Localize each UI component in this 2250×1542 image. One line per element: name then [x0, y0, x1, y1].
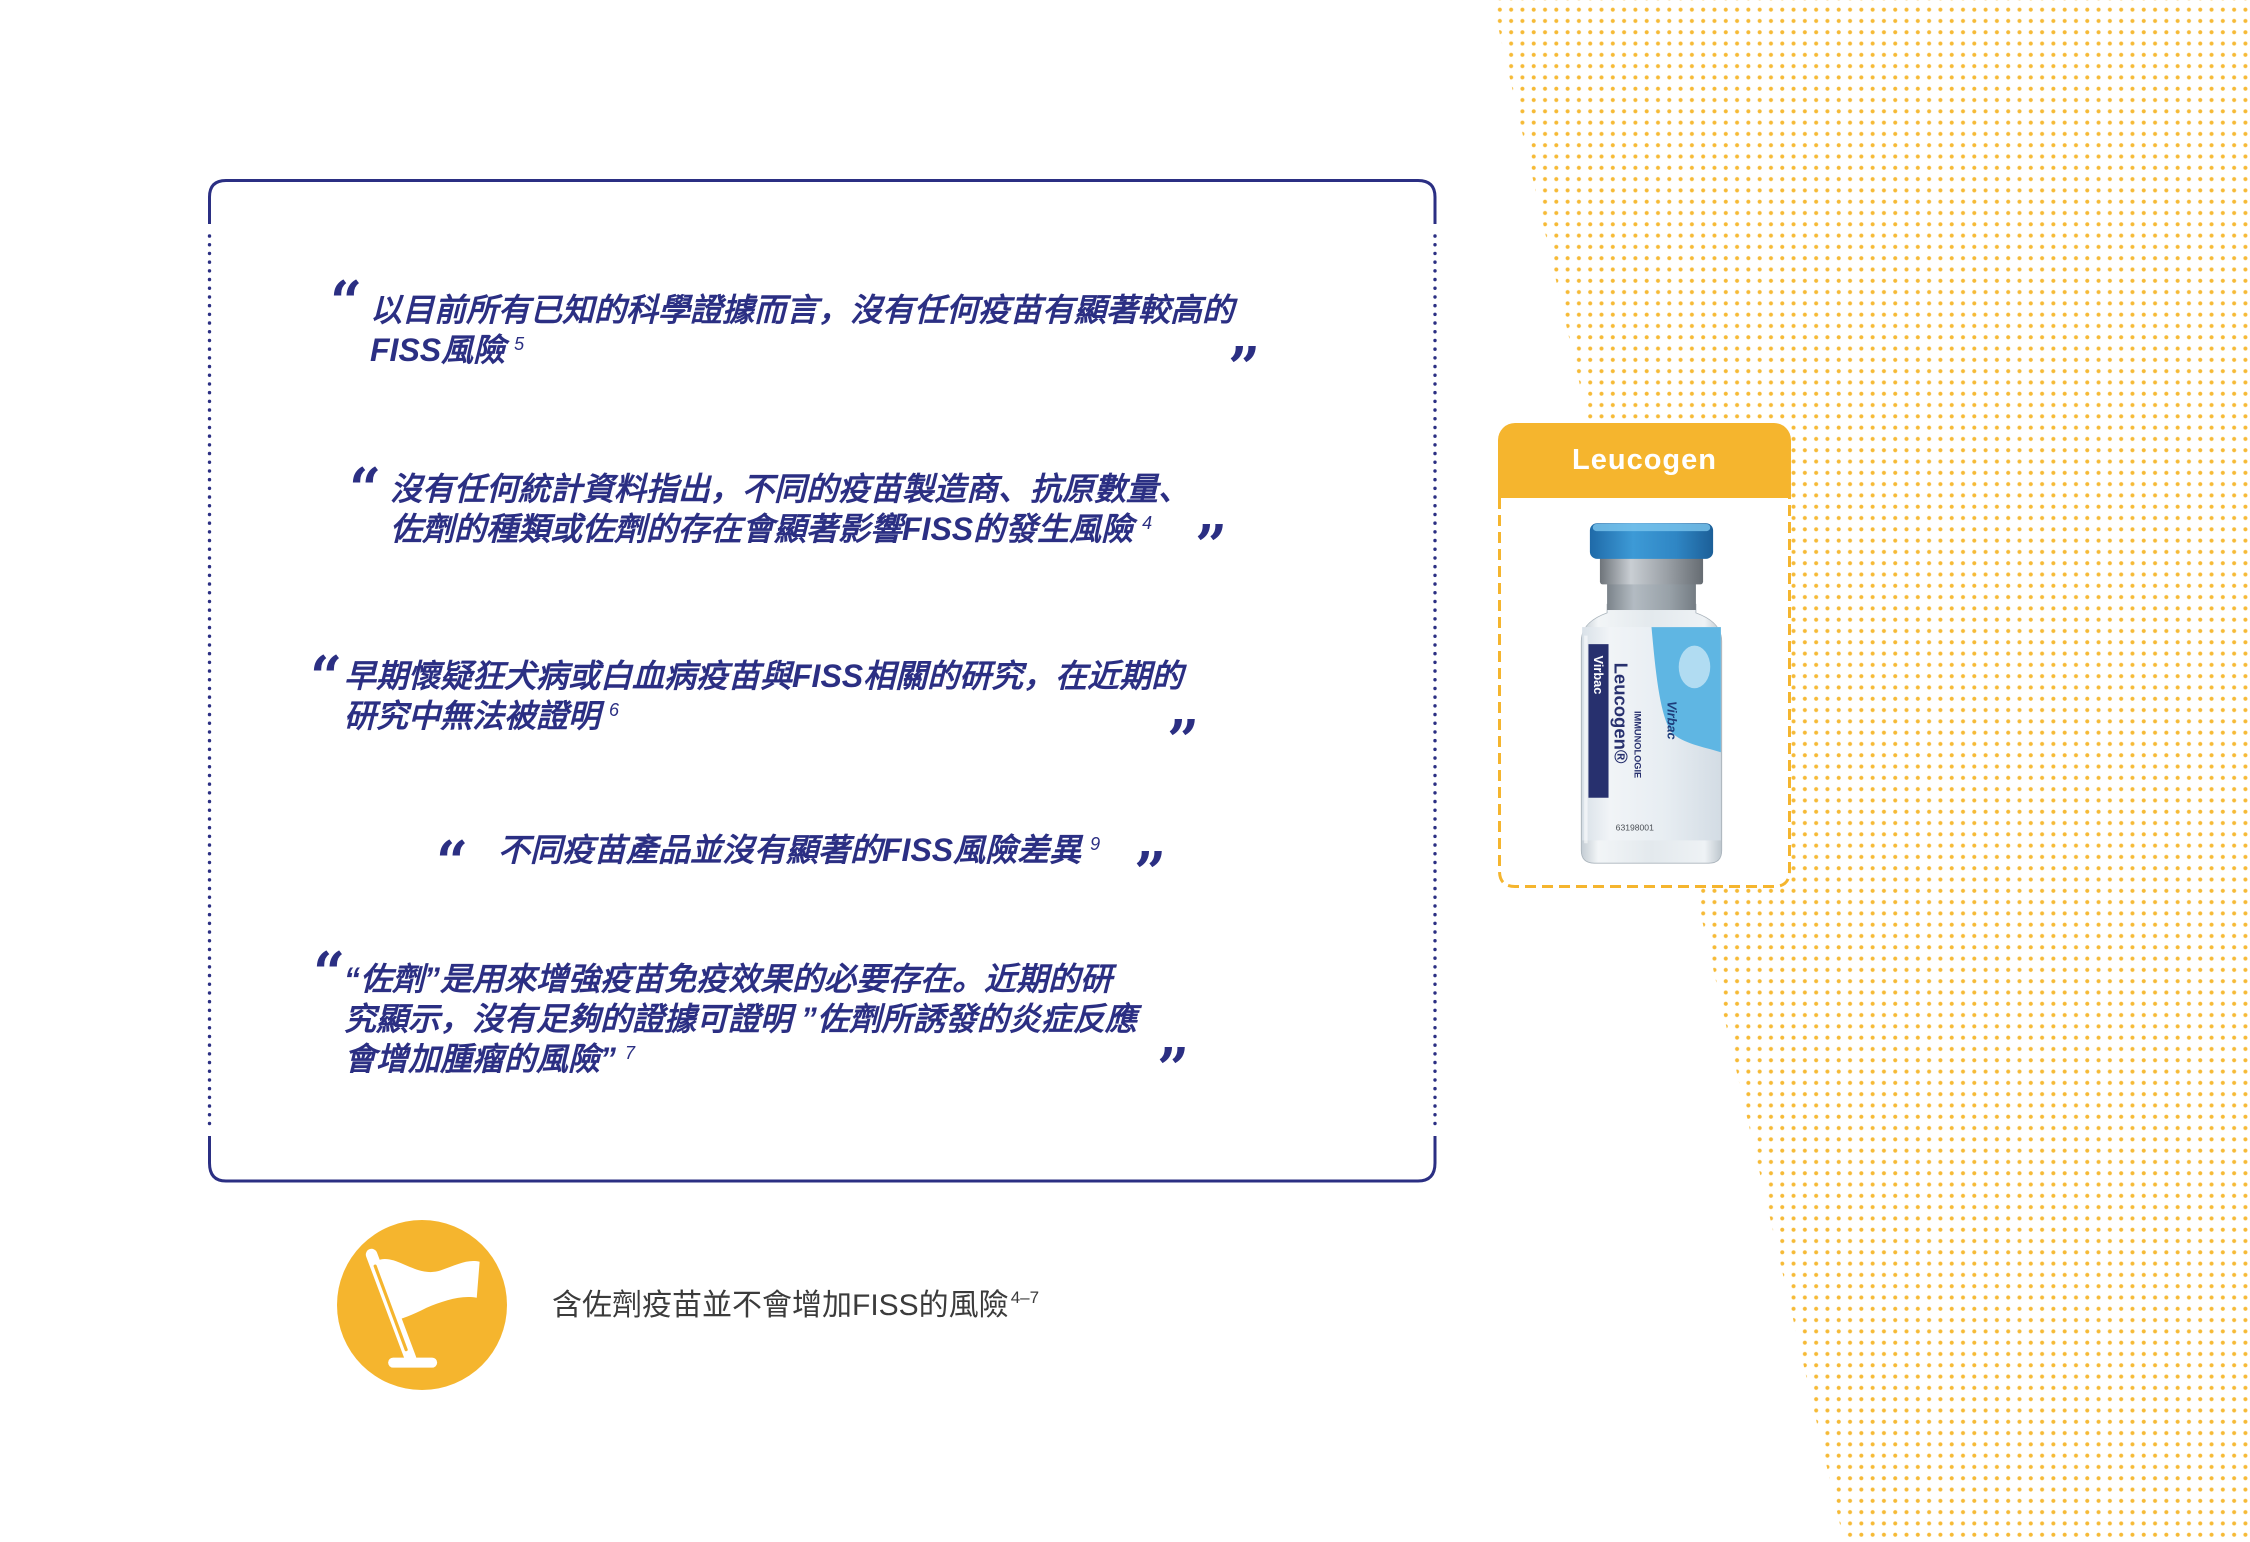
close-quote-mark: ”	[1228, 335, 1261, 401]
close-quote-mark: ”	[1134, 840, 1167, 906]
quote-panel-frame	[207, 179, 1437, 1183]
product-card-title: Leucogen	[1572, 444, 1717, 476]
frame-bottom-edge	[208, 1136, 1437, 1183]
quote-2: 沒有任何統計資料指出，不同的疫苗製造商、抗原數量、 佐劑的種類或佐劑的存在會顯著…	[390, 469, 1190, 549]
flag-badge	[337, 1220, 507, 1390]
quote-line-text: 究顯示，沒有足夠的證據可證明 ”佐劑所誘發的炎症反應	[344, 1001, 1137, 1037]
flag-icon	[365, 1248, 480, 1368]
vial-brand-text: Virbac	[1591, 656, 1606, 695]
reference-number: 6	[609, 700, 620, 720]
quote-line-text: “佐劑”是用來增強疫苗免疫效果的必要存在。近期的研	[344, 961, 1113, 997]
quote-line-text: 不同疫苗產品並沒有顯著的FISS風險差異	[498, 832, 1082, 868]
quote-line: 會增加腫瘤的風險” 7	[344, 1039, 1137, 1079]
quote-line-text: 佐劑的種類或佐劑的存在會顯著影響FISS的發生風險	[390, 511, 1134, 547]
open-quote-mark: “	[436, 829, 469, 895]
quote-line: 研究中無法被證明 6	[344, 696, 1183, 736]
quote-1: 以目前所有已知的科學證據而言，沒有任何疫苗有顯著較高的 FISS風險 5	[370, 290, 1234, 370]
open-quote-mark: “	[313, 940, 346, 1006]
quote-line: FISS風險 5	[370, 330, 1234, 370]
quote-3: 早期懷疑狂犬病或白血病疫苗與FISS相關的研究，在近期的 研究中無法被證明 6	[344, 656, 1183, 736]
open-quote-mark: “	[310, 644, 343, 710]
close-quote-mark: ”	[1157, 1036, 1190, 1102]
quote-line-text: FISS風險	[370, 332, 506, 368]
quote-line-text: 沒有任何統計資料指出，不同的疫苗製造商、抗原數量、	[390, 471, 1191, 507]
open-quote-mark: “	[349, 456, 382, 522]
open-quote-mark: “	[330, 269, 363, 335]
vial-cap	[1589, 523, 1714, 559]
vial-crimp	[1599, 555, 1704, 585]
flag-pole-inner	[373, 1264, 408, 1352]
flag-cloth	[374, 1259, 480, 1321]
vial-lot-number: 63198001	[1616, 822, 1654, 832]
quote-line: “佐劑”是用來增強疫苗免疫效果的必要存在。近期的研	[344, 959, 1137, 999]
vial-label-cat-graphic	[1678, 645, 1711, 689]
quote-line-text: 研究中無法被證明	[344, 698, 601, 734]
quote-line-text: 早期懷疑狂犬病或白血病疫苗與FISS相關的研究，在近期的	[344, 658, 1184, 694]
vaccine-vial-image: Virbac Virbac Leucogen® IMMUNOLOGIE 6319…	[1580, 523, 1723, 864]
close-quote-mark: ”	[1167, 708, 1200, 774]
product-card-header: Leucogen	[1498, 423, 1791, 498]
quote-line: 究顯示，沒有足夠的證據可證明 ”佐劑所誘發的炎症反應	[344, 999, 1137, 1039]
quote-line-text: 以目前所有已知的科學證據而言，沒有任何疫苗有顯著較高的	[370, 292, 1235, 328]
vial-highlight	[1584, 635, 1588, 844]
vial-product-name: Leucogen®	[1610, 663, 1631, 764]
reference-number: 7	[625, 1043, 636, 1063]
product-card: Leucogen	[1498, 423, 1791, 888]
quote-line-text: 會增加腫瘤的風險”	[344, 1041, 617, 1077]
quote-5: “佐劑”是用來增強疫苗免疫效果的必要存在。近期的研 究顯示，沒有足夠的證據可證明…	[344, 959, 1137, 1079]
close-quote-mark: ”	[1195, 513, 1228, 579]
quote-line: 早期懷疑狂犬病或白血病疫苗與FISS相關的研究，在近期的	[344, 656, 1183, 696]
frame-top-edge	[208, 179, 1437, 224]
reference-number: 4	[1142, 513, 1153, 533]
vial-logo-text: Virbac	[1664, 701, 1679, 740]
vial-cap-rim	[1592, 523, 1711, 532]
quote-line: 以目前所有已知的科學證據而言，沒有任何疫苗有顯著較高的	[370, 290, 1234, 330]
product-card-dashed-border	[1498, 498, 1791, 888]
reference-number: 5	[514, 334, 525, 354]
quote-line: 沒有任何統計資料指出，不同的疫苗製造商、抗原數量、	[390, 469, 1190, 509]
vial-stopper	[1607, 581, 1696, 611]
quote-4: 不同疫苗產品並沒有顯著的FISS風險差異 9	[498, 830, 1100, 870]
vial-brand-band	[1588, 644, 1609, 798]
reference-number: 4–7	[1010, 1288, 1040, 1307]
quote-line: 不同疫苗產品並沒有顯著的FISS風險差異 9	[498, 830, 1100, 870]
vial-category-text: IMMUNOLOGIE	[1632, 711, 1642, 778]
callout-statement: 含佐劑疫苗並不會增加FISS的風險	[552, 1289, 1009, 1322]
quote-line: 佐劑的種類或佐劑的存在會顯著影響FISS的發生風險 4	[390, 509, 1190, 549]
reference-number: 9	[1090, 834, 1101, 854]
